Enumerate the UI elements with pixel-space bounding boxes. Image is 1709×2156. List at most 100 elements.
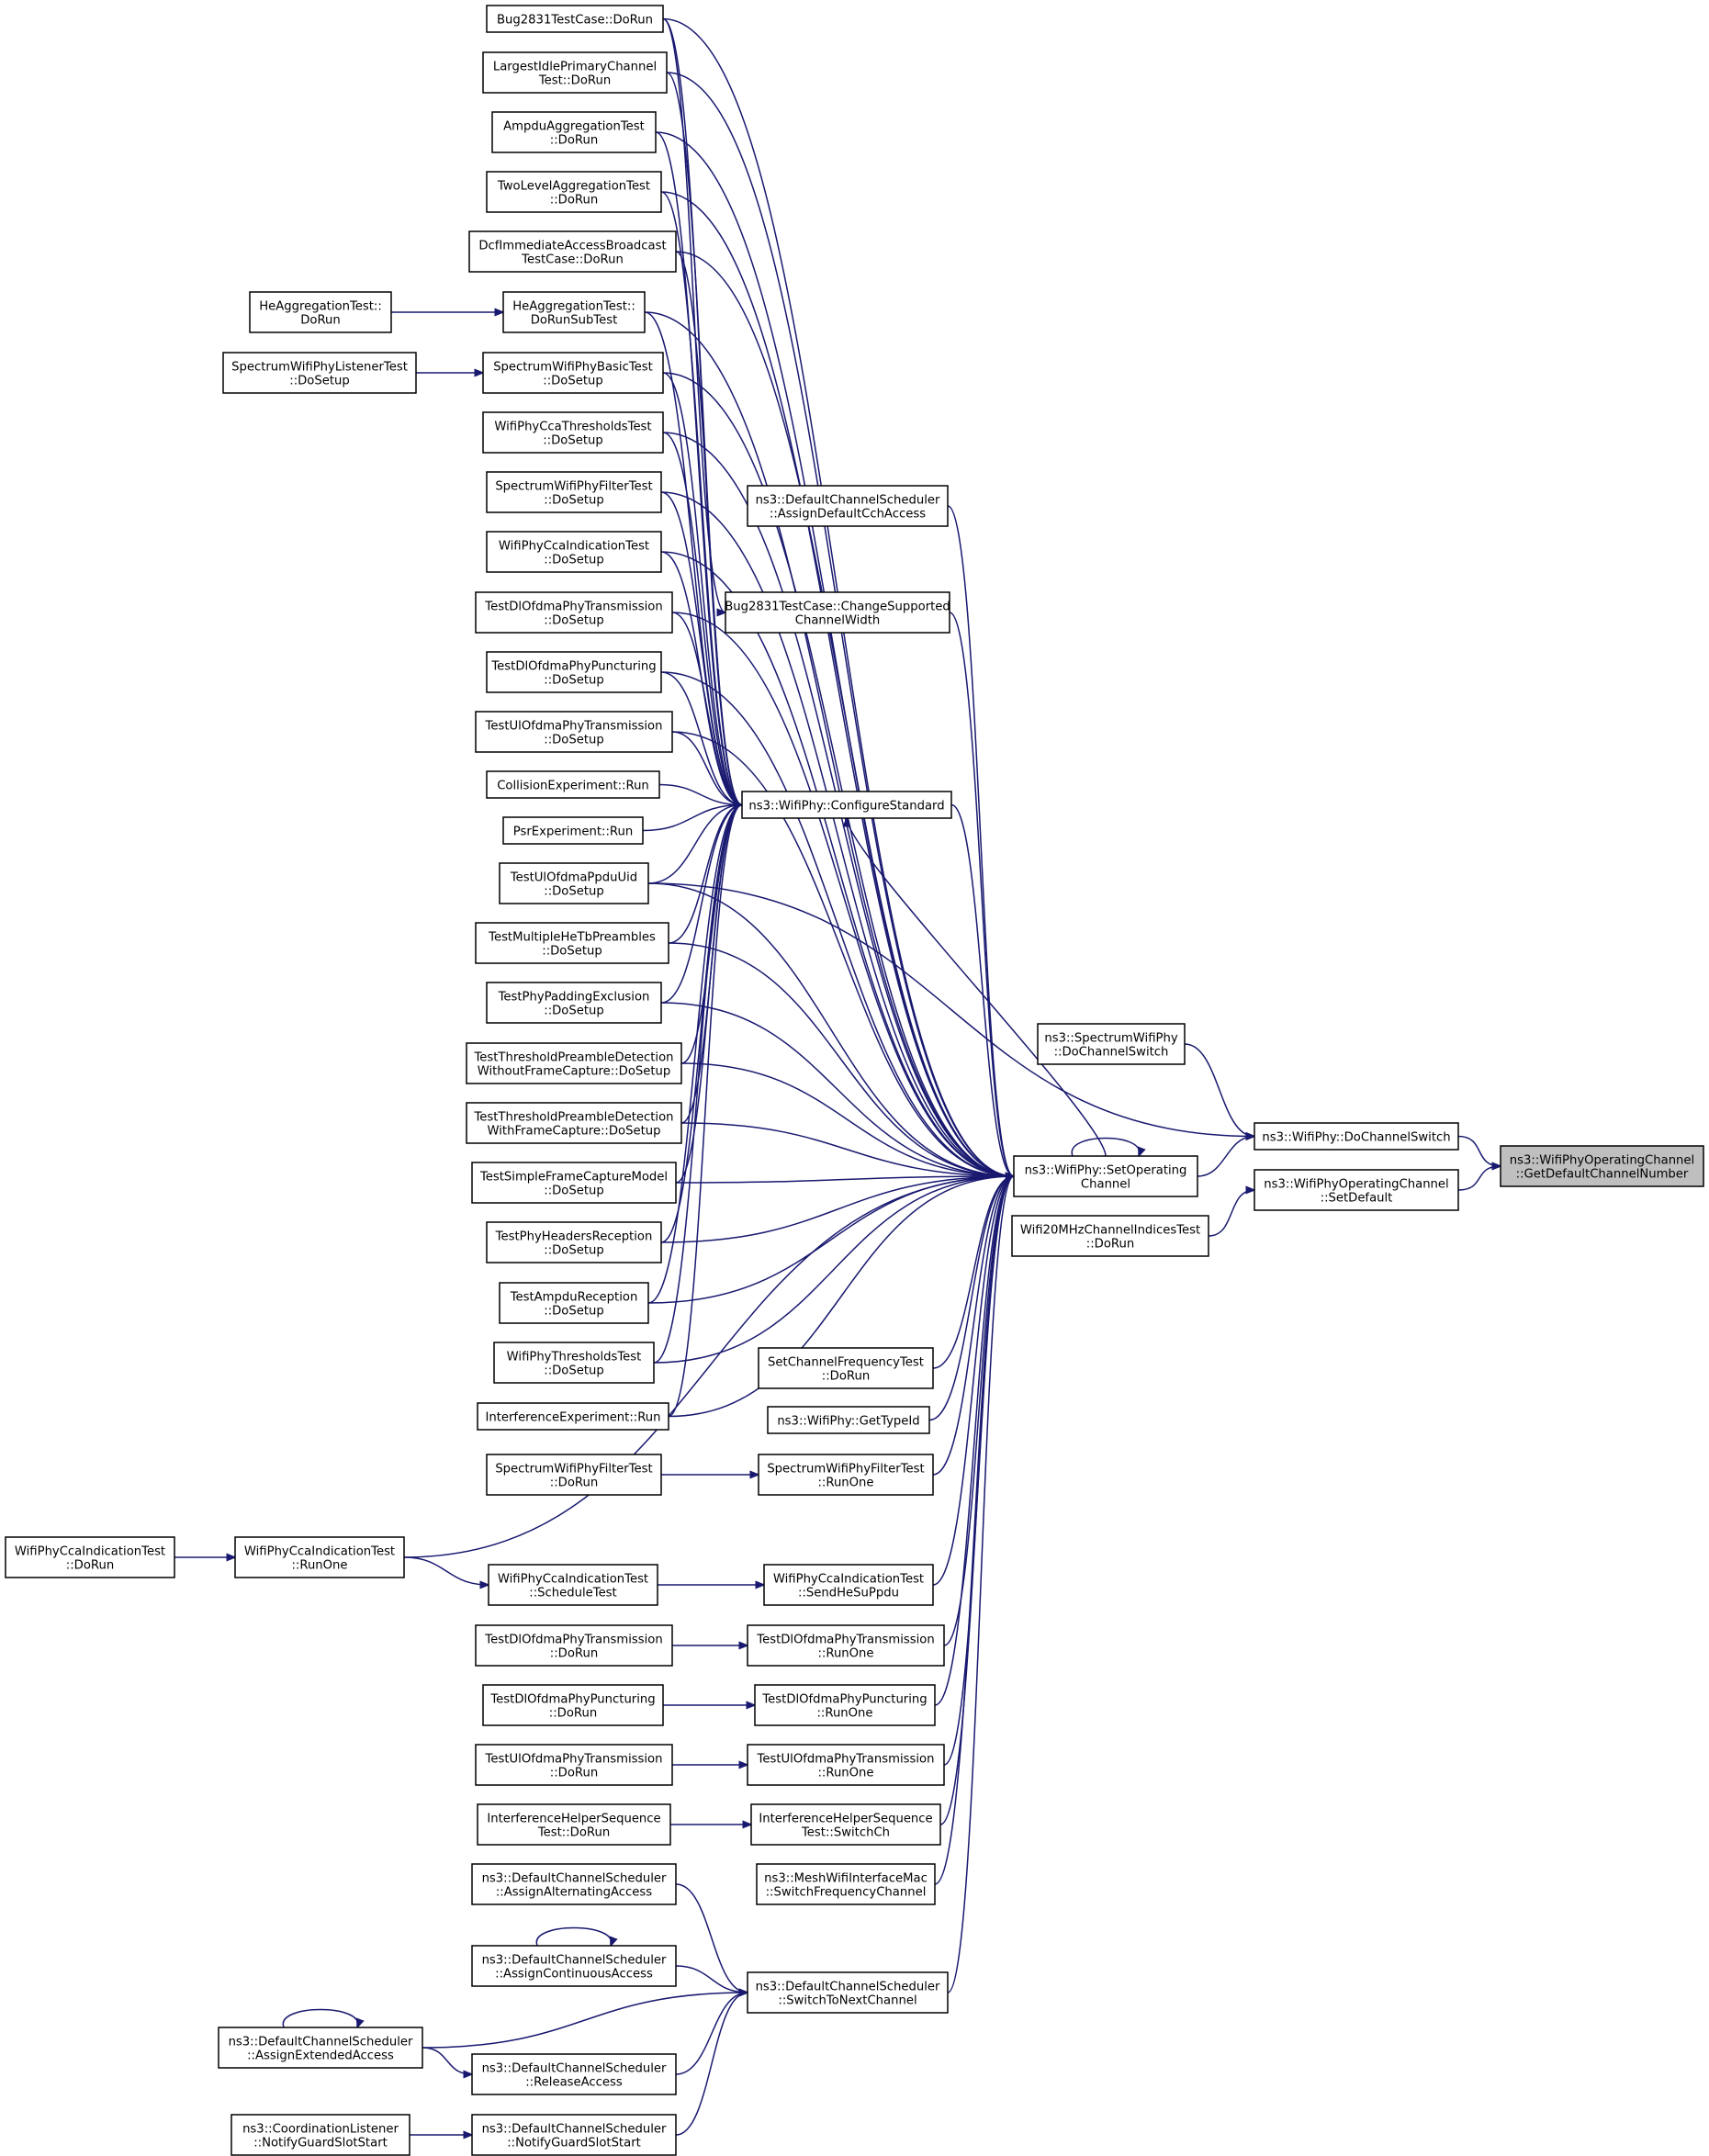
node-bug2831_change[interactable]: Bug2831TestCase::ChangeSupportedChannelW… bbox=[725, 591, 950, 634]
node-thr_with_fc[interactable]: TestThresholdPreambleDetectionWithFrameC… bbox=[466, 1102, 682, 1144]
node-label: SpectrumWifiPhyListenerTest bbox=[231, 361, 408, 375]
node-cca_ind_runone[interactable]: WifiPhyCcaIndicationTest::RunOne bbox=[234, 1536, 405, 1578]
node-label: ::RunOne bbox=[817, 1477, 873, 1490]
node-label: Channel bbox=[1081, 1178, 1130, 1192]
node-multiple_he_tb[interactable]: TestMultipleHeTbPreambles::DoSetup bbox=[475, 922, 669, 964]
node-dcs_continuous[interactable]: ns3::DefaultChannelScheduler::AssignCont… bbox=[471, 1945, 677, 1987]
node-cca_ind_schedule[interactable]: WifiPhyCcaIndicationTest::ScheduleTest bbox=[488, 1564, 658, 1606]
node-ampdu_agg[interactable]: AmpduAggregationTest::DoRun bbox=[491, 111, 657, 153]
edge-dcf_immediate-to-set_operating bbox=[675, 251, 1014, 1176]
node-box bbox=[488, 1564, 658, 1606]
node-spectrum_filter_dorun[interactable]: SpectrumWifiPhyFilterTest::DoRun bbox=[486, 1454, 662, 1496]
node-mesh_switch[interactable]: ns3::MeshWifiInterfaceMac::SwitchFrequen… bbox=[756, 1863, 936, 1905]
node-box bbox=[493, 1342, 655, 1384]
node-wifiphy_dochannelswitch[interactable]: ns3::WifiPhy::DoChannelSwitch bbox=[1254, 1122, 1459, 1151]
node-spectrum_listener[interactable]: SpectrumWifiPhyListenerTest::DoSetup bbox=[222, 352, 417, 394]
node-box bbox=[471, 1863, 677, 1905]
node-thr_without_fc[interactable]: TestThresholdPreambleDetectionWithoutFra… bbox=[466, 1042, 682, 1084]
node-label: TestUlOfdmaPhyTransmission bbox=[757, 1753, 935, 1767]
node-label: TestDlOfdmaPhyPuncturing bbox=[761, 1693, 927, 1707]
node-cca_ind_dorun[interactable]: WifiPhyCcaIndicationTest::DoRun bbox=[5, 1536, 175, 1578]
node-he_agg_dorun[interactable]: HeAggregationTest::DoRun bbox=[249, 291, 392, 333]
node-label: TestMultipleHeTbPreambles bbox=[488, 931, 656, 945]
node-dcs_extended[interactable]: ns3::DefaultChannelScheduler::AssignExte… bbox=[218, 2027, 423, 2069]
node-cca_indication_setup[interactable]: WifiPhyCcaIndicationTest::DoSetup bbox=[486, 531, 662, 573]
node-label: ChannelWidth bbox=[795, 614, 880, 628]
node-label: WifiPhyCcaIndicationTest bbox=[773, 1573, 924, 1587]
node-box bbox=[486, 5, 664, 33]
node-label: ::DoSetup bbox=[544, 1305, 604, 1319]
node-dcs_switch_next[interactable]: ns3::DefaultChannelScheduler::SwitchToNe… bbox=[747, 1971, 949, 2014]
node-collision_run[interactable]: CollisionExperiment::Run bbox=[486, 770, 660, 799]
node-phy_headers[interactable]: TestPhyHeadersReception::DoSetup bbox=[486, 1221, 662, 1263]
node-label: ns3::DefaultChannelScheduler bbox=[482, 2062, 667, 2076]
edge-he_agg_subtest-to-set_operating bbox=[644, 311, 1014, 1176]
node-ul_ofdma_tx_dorun[interactable]: TestUlOfdmaPhyTransmission::DoRun bbox=[475, 1744, 673, 1786]
node-dl_ofdma_tx_setup[interactable]: TestDlOfdmaPhyTransmission::DoSetup bbox=[475, 591, 673, 634]
node-box bbox=[466, 1042, 682, 1084]
node-spectrum_filter_setup[interactable]: SpectrumWifiPhyFilterTest::DoSetup bbox=[486, 471, 662, 513]
node-dcs_cch[interactable]: ns3::DefaultChannelScheduler::AssignDefa… bbox=[747, 485, 949, 527]
node-box bbox=[486, 471, 662, 513]
edge-thr_with_fc-to-set_operating bbox=[680, 1122, 1014, 1176]
node-label: ::DoSetup bbox=[544, 674, 604, 688]
node-spectrum_basic[interactable]: SpectrumWifiPhyBasicTest::DoSetup bbox=[482, 352, 664, 394]
node-label: ::DoSetup bbox=[543, 375, 603, 388]
node-ampdu_rx[interactable]: TestAmpduReception::DoSetup bbox=[499, 1282, 649, 1324]
node-phy_thresholds[interactable]: WifiPhyThresholdsTest::DoSetup bbox=[493, 1342, 655, 1384]
node-dl_ofdma_tx_dorun[interactable]: TestDlOfdmaPhyTransmission::DoRun bbox=[475, 1624, 673, 1667]
nodes-layer: Bug2831TestCase::DoRunLargestIdlePrimary… bbox=[5, 5, 1704, 2156]
node-dl_ofdma_punct_setup[interactable]: TestDlOfdmaPhyPuncturing::DoSetup bbox=[486, 651, 662, 693]
edge-ul_ofdma_tx_setup-to-configure_standard bbox=[671, 731, 742, 805]
edge-spectrum_dochannelswitch-to-wifiphy_dochannelswitch bbox=[1184, 1043, 1254, 1137]
node-he_agg_subtest[interactable]: HeAggregationTest::DoRunSubTest bbox=[502, 291, 646, 333]
node-woc_setdefault[interactable]: ns3::WifiPhyOperatingChannel::SetDefault bbox=[1254, 1169, 1459, 1211]
node-label: HeAggregationTest:: bbox=[259, 300, 382, 314]
node-dl_ofdma_punct_runone[interactable]: TestDlOfdmaPhyPuncturing::RunOne bbox=[754, 1684, 936, 1726]
node-box bbox=[486, 531, 662, 573]
node-label: HeAggregationTest:: bbox=[512, 300, 635, 314]
node-coord_listener[interactable]: ns3::CoordinationListener::NotifyGuardSl… bbox=[230, 2114, 410, 2156]
node-label: ::ScheduleTest bbox=[529, 1587, 616, 1600]
node-spectrum_dochannelswitch[interactable]: ns3::SpectrumWifiPhy::DoChannelSwitch bbox=[1037, 1023, 1186, 1065]
node-cca_ind_sendhesu[interactable]: WifiPhyCcaIndicationTest::SendHeSuPpdu bbox=[763, 1564, 934, 1606]
node-ul_ofdma_tx_runone[interactable]: TestUlOfdmaPhyTransmission::RunOne bbox=[747, 1744, 945, 1786]
node-interference_run[interactable]: InterferenceExperiment::Run bbox=[477, 1402, 669, 1431]
self-loop-set_operating bbox=[1071, 1137, 1140, 1157]
node-label: Test::SwitchCh bbox=[801, 1826, 890, 1840]
node-label: ::DoSetup bbox=[544, 1364, 604, 1378]
node-set_freq_dorun[interactable]: SetChannelFrequencyTest::DoRun bbox=[758, 1347, 934, 1389]
node-get_typeid[interactable]: ns3::WifiPhy::GetTypeId bbox=[767, 1406, 930, 1434]
node-dcf_immediate[interactable]: DcfImmediateAccessBroadcastTestCase::DoR… bbox=[468, 230, 677, 273]
node-ul_ofdma_tx_setup[interactable]: TestUlOfdmaPhyTransmission::DoSetup bbox=[475, 711, 673, 753]
node-box bbox=[747, 1744, 945, 1786]
node-twolevel_agg[interactable]: TwoLevelAggregationTest::DoRun bbox=[486, 171, 662, 213]
edge-set_operating-to-wifiphy_dochannelswitch bbox=[1197, 1137, 1254, 1177]
node-cca_thresholds[interactable]: WifiPhyCcaThresholdsTest::DoSetup bbox=[482, 411, 664, 454]
node-simple_fc[interactable]: TestSimpleFrameCaptureModel::DoSetup bbox=[471, 1162, 677, 1204]
node-box bbox=[1254, 1122, 1459, 1151]
node-padding_excl[interactable]: TestPhyPaddingExclusion::DoSetup bbox=[486, 982, 662, 1024]
node-dcs_alternating[interactable]: ns3::DefaultChannelScheduler::AssignAlte… bbox=[471, 1863, 677, 1905]
node-dl_ofdma_tx_runone[interactable]: TestDlOfdmaPhyTransmission::RunOne bbox=[747, 1624, 945, 1667]
node-label: Wifi20MHzChannelIndicesTest bbox=[1020, 1224, 1200, 1238]
node-wifi20_dorun[interactable]: Wifi20MHzChannelIndicesTest::DoRun bbox=[1011, 1215, 1209, 1257]
node-bug2831_dorun[interactable]: Bug2831TestCase::DoRun bbox=[486, 5, 664, 33]
node-woc_getdefault[interactable]: ns3::WifiPhyOperatingChannel::GetDefault… bbox=[1500, 1145, 1704, 1187]
node-dl_ofdma_punct_dorun[interactable]: TestDlOfdmaPhyPuncturing::DoRun bbox=[482, 1684, 664, 1726]
edge-dcs_alternating-to-dcs_switch_next bbox=[675, 1883, 748, 1993]
node-spectrum_filter_runone[interactable]: SpectrumWifiPhyFilterTest::RunOne bbox=[758, 1454, 934, 1496]
node-dcs_notify_guard[interactable]: ns3::DefaultChannelScheduler::NotifyGuar… bbox=[471, 2114, 677, 2156]
node-box bbox=[222, 352, 417, 394]
node-label: ::DoRun bbox=[550, 1767, 598, 1780]
node-configure_standard[interactable]: ns3::WifiPhy::ConfigureStandard bbox=[741, 791, 952, 819]
node-psr_run[interactable]: PsrExperiment::Run bbox=[502, 816, 644, 845]
edge-dcf_immediate-to-configure_standard bbox=[675, 251, 742, 805]
node-box bbox=[486, 1221, 662, 1263]
node-ul_ppdu_uid[interactable]: TestUlOfdmaPpduUid::DoSetup bbox=[499, 862, 649, 904]
node-dcs_release[interactable]: ns3::DefaultChannelScheduler::ReleaseAcc… bbox=[471, 2053, 677, 2095]
